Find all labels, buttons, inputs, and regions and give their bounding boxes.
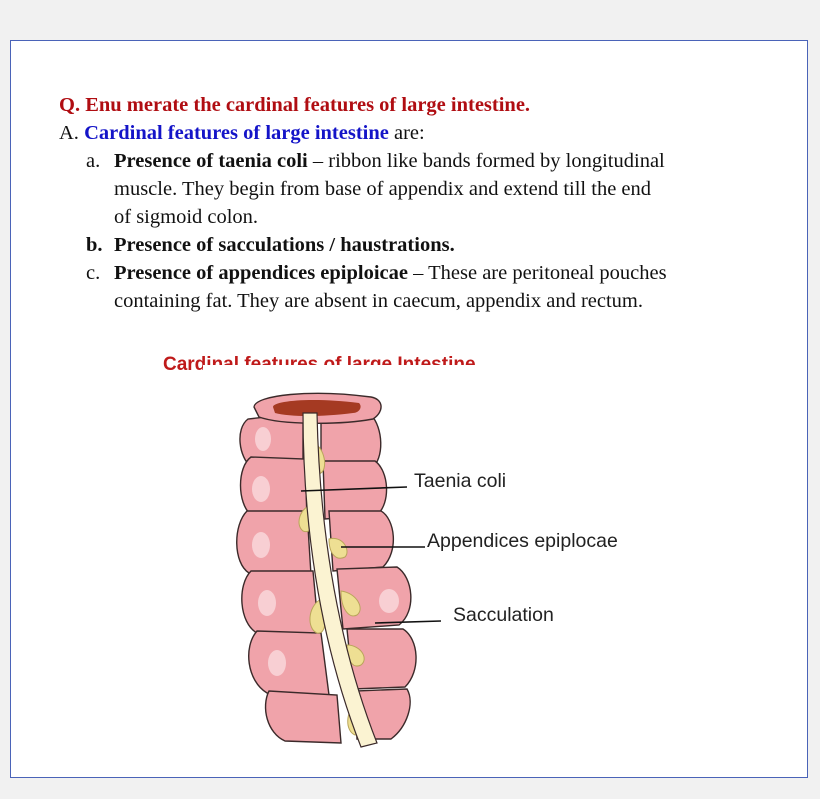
- fat-pouch: [328, 537, 348, 559]
- item-line: of sigmoid colon.: [114, 206, 259, 228]
- lumen-top: [253, 392, 382, 424]
- sacculation-highlight: [258, 590, 276, 616]
- item-marker: b.: [86, 234, 103, 256]
- intestine-illustration: [236, 392, 442, 748]
- item-title: Presence of sacculations / haustrations.: [114, 234, 455, 256]
- item-dash-text: – These are peritoneal pouches: [408, 262, 667, 284]
- list-item: b. Presence of sacculations / haustratio…: [59, 231, 789, 259]
- sacculation-highlight: [252, 476, 270, 502]
- taenia-leader-line: [300, 486, 408, 492]
- sacculation-lobe: [248, 630, 330, 696]
- item-marker: a.: [86, 150, 101, 172]
- item-dash-text: – ribbon like bands formed by longitudin…: [307, 150, 665, 172]
- label-taenia-coli: Taenia coli: [414, 470, 507, 492]
- leader-lines: [300, 486, 442, 624]
- answer-lead: Cardinal features of large intestine: [84, 122, 389, 144]
- item-line: muscle. They begin from base of appendix…: [114, 178, 652, 200]
- item-line: containing fat. They are absent in caecu…: [114, 290, 643, 312]
- sacculation-lobe: [241, 570, 320, 636]
- sacculation-lobe: [239, 456, 308, 520]
- answer-line: A. Cardinal features of large intestine …: [59, 119, 789, 147]
- colon-lumen: [273, 400, 361, 416]
- highlights: [252, 427, 399, 676]
- item-title: Presence of appendices epiploicae: [114, 262, 408, 284]
- sacculation-lobe: [264, 690, 342, 744]
- list-item: c. Presence of appendices epiploicae – T…: [59, 259, 789, 315]
- label-sacculation: Sacculation: [453, 604, 554, 626]
- answer-suffix: are:: [394, 122, 425, 144]
- list-item: a. Presence of taenia coli – ribbon like…: [59, 147, 789, 231]
- sacculation-highlight: [268, 650, 286, 676]
- item-marker: c.: [86, 262, 101, 284]
- answer-prefix: A.: [59, 122, 79, 144]
- label-appendices-epiplocae: Appendices epiplocae: [427, 530, 618, 552]
- slide-page: Q. Enu merate the cardinal features of l…: [10, 40, 808, 778]
- taenia-coli-band: [302, 412, 378, 748]
- sacculation-highlight: [252, 532, 270, 558]
- fat-pouch: [340, 590, 361, 617]
- question-heading: Q. Enu merate the cardinal features of l…: [59, 94, 531, 116]
- qa-block: Q. Enu merate the cardinal features of l…: [59, 91, 789, 315]
- sacculation-lobe: [346, 628, 417, 690]
- features-list: a. Presence of taenia coli – ribbon like…: [59, 147, 789, 315]
- sacculation-highlight: [379, 589, 399, 613]
- sacculation-highlight: [255, 427, 271, 451]
- sacculation-leader-line: [374, 620, 442, 624]
- item-title: Presence of taenia coli: [114, 150, 308, 172]
